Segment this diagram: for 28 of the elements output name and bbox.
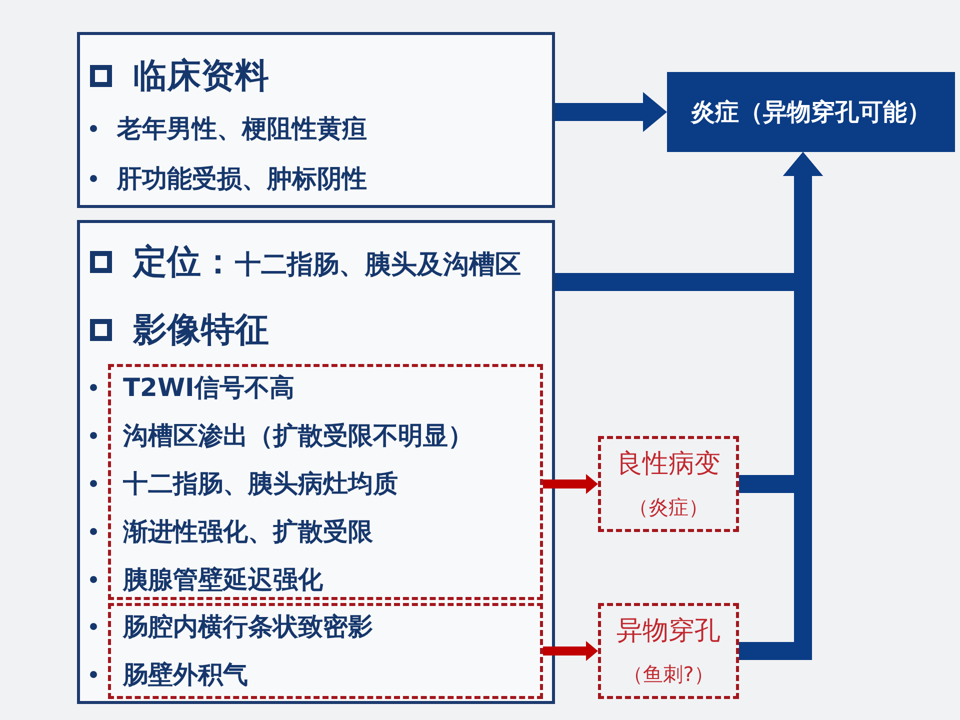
list-item-text: T2WI信号不高 <box>123 374 294 400</box>
heading-detail-text: 十二指肠、胰头及沟槽区 <box>235 252 521 278</box>
arrow <box>543 641 598 661</box>
dashed-result-box <box>598 603 739 699</box>
dashed-group-box <box>108 364 543 600</box>
result-note-text: （鱼刺?） <box>623 664 714 684</box>
list-item-text: 肝功能受损、肿标阴性 <box>117 166 367 190</box>
list-item-text: 渐进性强化、扩散受限 <box>123 518 373 544</box>
list-item-text: 胰腺管壁延迟强化 <box>123 566 323 592</box>
list-item-text: 十二指肠、胰头病灶均质 <box>123 470 398 496</box>
conclusion-text: 炎症（异物穿孔可能） <box>691 100 931 124</box>
conclusion-box <box>667 72 955 152</box>
list-item-text: 老年男性、梗阻性黄疸 <box>117 116 367 140</box>
dashed-result-box <box>598 436 739 532</box>
result-text: 异物穿孔 <box>616 618 720 644</box>
heading-text: 定位： <box>133 245 235 279</box>
heading-text: 临床资料 <box>133 59 269 93</box>
list-item-text: 沟槽区渗出（扩散受限不明显） <box>123 422 473 448</box>
result-text: 良性病变 <box>616 451 720 477</box>
arrow <box>555 92 667 132</box>
list-item-text: 肠壁外积气 <box>123 662 248 686</box>
heading-text: 影像特征 <box>133 313 269 347</box>
list-item-text: 肠腔内横行条状致密影 <box>123 614 373 638</box>
dashed-group-box <box>108 603 543 699</box>
info-panel <box>77 220 555 704</box>
arrow <box>543 474 598 494</box>
info-panel <box>77 32 555 208</box>
result-note-text: （炎症） <box>628 497 708 517</box>
